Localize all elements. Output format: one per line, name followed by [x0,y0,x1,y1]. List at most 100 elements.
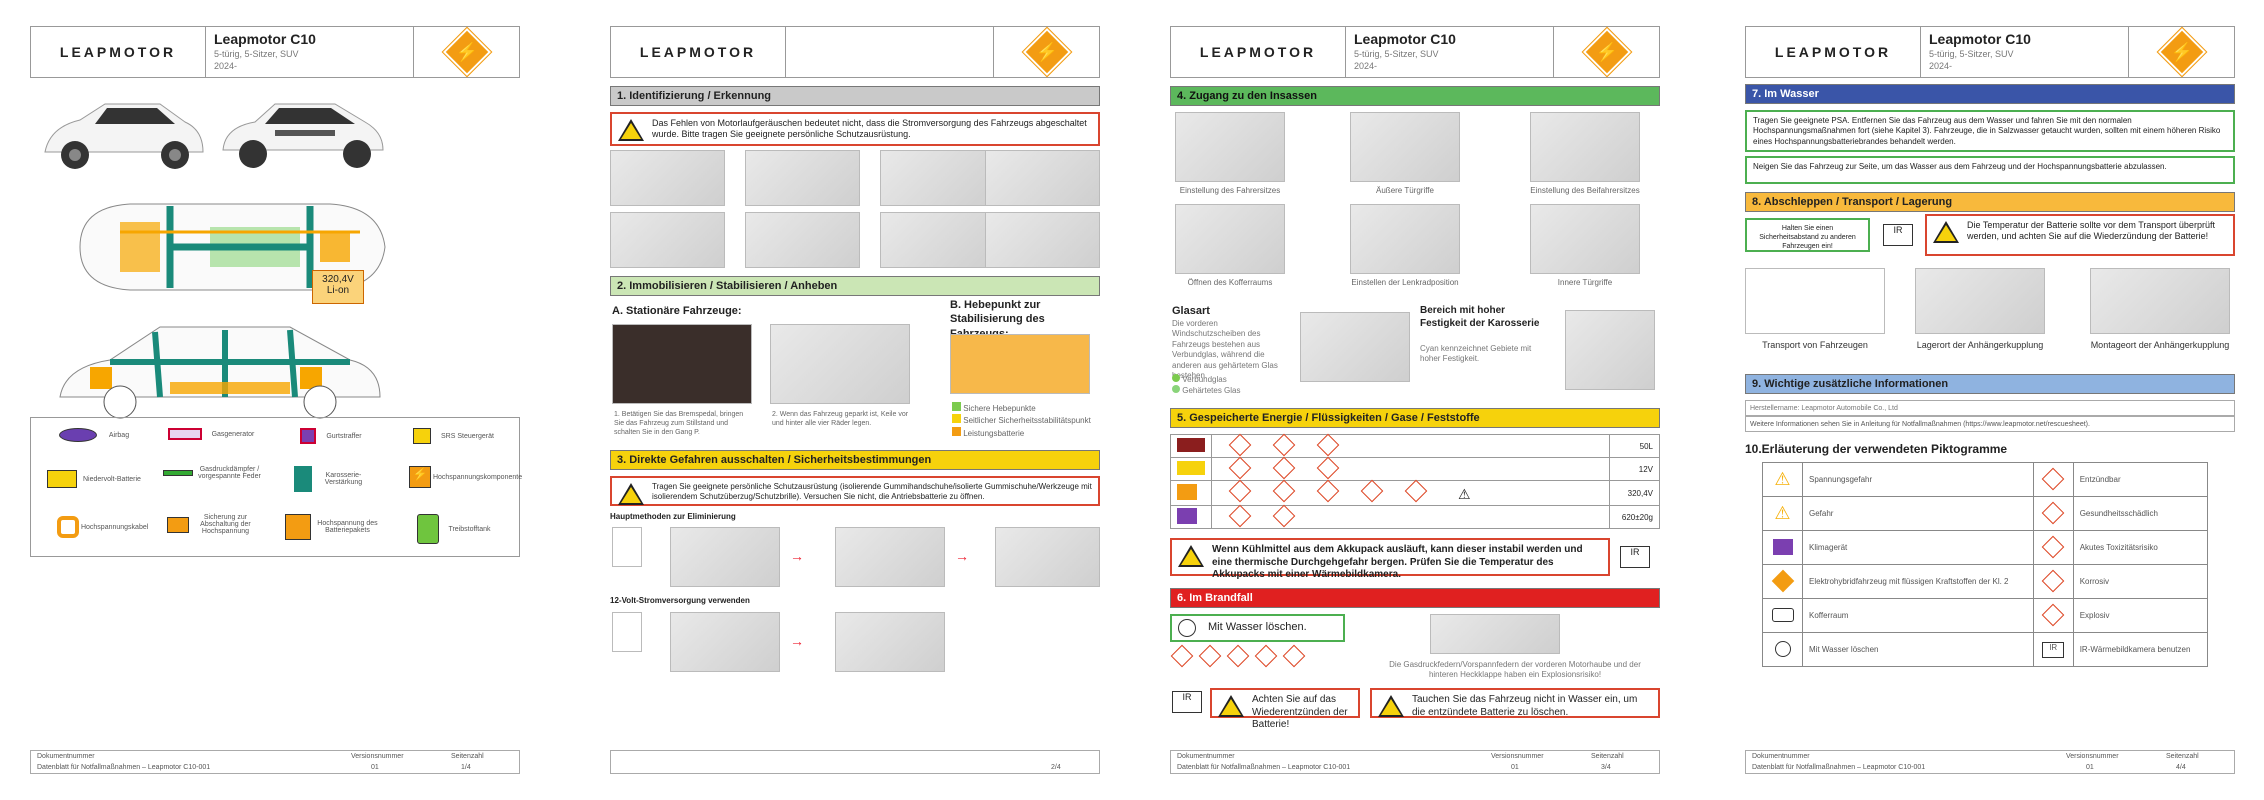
voltage-hazard-icon: ⚠ [1774,469,1791,489]
tow-hook-mount-photo [2090,268,2230,334]
section-2-caption-2: 2. Wenn das Fahrzeug geparkt ist, Keile … [772,411,909,428]
warning-icon [618,483,644,505]
section-3a-title: Hauptmethoden zur Eliminierung [610,512,736,521]
trunk-photo [1175,204,1285,274]
fuse-box-photo [995,527,1100,587]
gas-spring-icon [162,470,193,476]
page-header: LEAPMOTOR Leapmotor C10 5-türig, 5-Sitze… [1745,26,2235,78]
section-2a-title: A. Stationäre Fahrzeuge: [612,305,742,317]
outer-door-handle-photo [1350,112,1460,182]
legend-label: Airbag [108,431,130,439]
warning-icon [1378,695,1404,717]
car-front-photo [44,103,204,169]
inner-door-handle-photo [1530,204,1640,274]
water-extinguish-icon [1774,640,1791,657]
vehicle-front-photo [670,612,780,672]
identification-photo [985,212,1100,268]
safety-distance-box: Halten Sie einen Sicherheitsabstand zu a… [1745,218,1870,252]
page-4: LEAPMOTOR Leapmotor C10 5-türig, 5-Sitze… [1735,22,2235,782]
vehicle-front-photo [670,527,780,587]
page-footer: Dokumentnummer Datenblatt für Notfallmaß… [1170,750,1660,774]
glass-type-title: Glasart [1172,305,1210,317]
water-text-1: Tragen Sie geeignete PSA. Entfernen Sie … [1745,110,2235,152]
extinguisher-icon [1178,619,1196,637]
ac-unit-icon [1772,538,1793,555]
srs-control-unit-icon [413,428,432,444]
page-footer: Dokumentnummer Datenblatt für Notfallmaß… [30,750,520,774]
page-header: LEAPMOTOR Leapmotor C10 5-türig, 5-Sitze… [30,26,520,78]
section-9-title: 9. Wichtige zusätzliche Informationen [1745,374,2235,394]
model-name: Leapmotor C10 [214,31,316,47]
section-3b-title: 12-Volt-Stromversorgung verwenden [610,596,750,605]
water-text-2: Neigen Sie das Fahrzeug zur Seite, um da… [1745,156,2235,184]
submerge-warning: Tauchen Sie das Fahrzeug nicht in Wasser… [1370,688,1660,718]
battery-temp-warning: Die Temperatur der Batterie sollte vor d… [1925,214,2235,256]
vehicle-topview-diagram [79,203,386,291]
legend-label: Niedervolt-Batterie [82,475,141,483]
car-rear-photo [222,103,384,168]
legend-label: SRS Steuergerät [441,432,494,440]
warning-icon [1178,545,1204,567]
more-info-row[interactable]: Weitere Informationen sehen Sie in Anlei… [1745,416,2235,432]
reignition-warning: Achten Sie auf das Wiederentzünden der B… [1210,688,1360,730]
section-2b-title: B. Hebepunkt zur Stabilisierung des Fahr… [950,299,1045,340]
legend-label: Gasdruckdämpfer / vorgespannte Feder [198,466,261,480]
fuel-icon [1177,438,1205,452]
trunk-icon [1771,607,1794,622]
page-2: LEAPMOTOR ⚡ 1. Identifizierung / Erkennu… [600,22,1100,782]
page-3: LEAPMOTOR Leapmotor C10 5-türig, 5-Sitze… [1160,22,1660,782]
hv-warning-icon: ⚡ [441,26,492,78]
acute-toxicity-icon [2041,535,2065,558]
section-10-title: 10.Erläuterung der verwendeten Piktogram… [1745,442,2008,456]
glass-type-text: Die vorderen Windschutzscheiben des Fahr… [1172,319,1278,380]
brand-logo: LEAPMOTOR [1746,27,1921,77]
thermal-camera-icon: IR [1883,224,1913,246]
engine-bay-photo [835,527,945,587]
identification-photo [610,212,725,268]
arrow-icon: → [790,548,804,564]
key-icon-box [612,612,642,652]
glass-legend: Verbundglas Gehärtetes Glas [1172,374,1240,397]
brand-logo: LEAPMOTOR [611,27,786,77]
flammable-icon [2041,467,2065,490]
warning-icon [1218,695,1244,717]
hv-warning-icon: ⚡ [2156,26,2207,78]
section-3-title: 3. Direkte Gefahren ausschalten / Sicher… [610,450,1100,470]
legend-label: Treibstofftank [448,525,491,533]
section-1-title: 1. Identifizierung / Erkennung [610,86,1100,106]
model-sub2: 2024- [214,61,238,71]
hybrid-vehicle-icon [1771,569,1794,592]
section-3-warning: Tragen Sie geeignete persönliche Schutza… [610,476,1100,506]
hv-battery-icon [1177,484,1197,500]
passenger-seat-photo [1530,112,1640,182]
component-legend: Airbag Gasgenerator Gurtstraffer SRS Ste… [30,417,522,557]
hv-component-icon: ⚡ [409,466,432,488]
hazard-icons-row [1170,644,1308,669]
hv-battery-pack-icon [284,514,311,540]
body-reinforcement-icon [293,466,312,492]
lifting-points-diagram [950,334,1090,394]
section-5-title: 5. Gespeicherte Energie / Flüssigkeiten … [1170,408,1660,428]
wheel-chocks-photo [770,324,910,404]
page-header: LEAPMOTOR Leapmotor C10 5-türig, 5-Sitze… [1170,26,1660,78]
identification-photo [745,150,860,206]
legend-label: Sicherung zur Abschaltung der Hochspannu… [200,514,251,535]
low-voltage-battery-icon [47,470,78,488]
model-sub1: 5-türig, 5-Sitzer, SUV [214,49,299,59]
driver-seat-photo [1175,112,1285,182]
identification-photo [610,150,725,206]
warning-icon [1933,221,1959,243]
legend-label: Gasgenerator [211,430,255,438]
corrosive-icon [2041,569,2065,592]
identification-photo [880,212,995,268]
thermal-camera-icon: IR [2042,641,2065,658]
lifting-legend: Sichere Hebepunkte Seitlicher Sicherheit… [952,402,1091,439]
arrow-icon: → [790,633,804,649]
ac-refrigerant-icon [1177,508,1197,524]
high-strength-title: Bereich mit hoher Festigkeit der Karosse… [1420,305,1540,329]
high-strength-text: Cyan kennzeichnet Gebiete mit hoher Fest… [1420,344,1532,364]
identification-photo [985,150,1100,206]
identification-photo [880,150,995,206]
warning-icon [618,119,644,141]
